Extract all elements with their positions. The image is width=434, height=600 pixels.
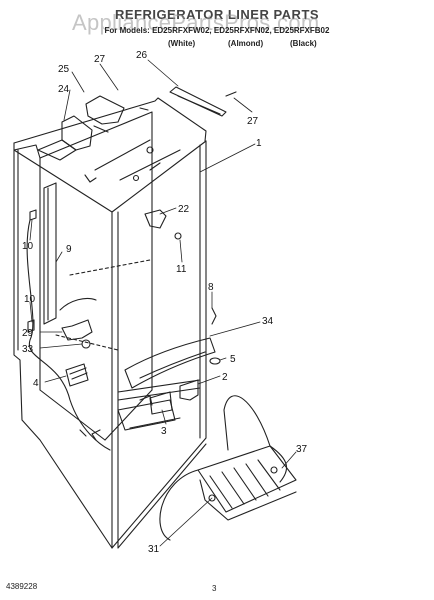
callout-31: 31 <box>148 544 160 555</box>
finish-white: (White) <box>168 39 196 48</box>
page-number: 3 <box>212 584 217 593</box>
callout-10-bottom: 10 <box>24 294 36 305</box>
finish-black: (Black) <box>290 39 317 48</box>
part-5-drawing <box>209 357 221 365</box>
callout-4: 4 <box>33 378 39 389</box>
part-31-drawing <box>197 445 297 513</box>
callout-27-left: 27 <box>94 54 106 65</box>
part-27-screw-left <box>139 107 149 111</box>
callout-27-right: 27 <box>247 116 259 127</box>
callout-29: 29 <box>22 328 34 339</box>
liner-cabinet-drawing <box>13 97 207 549</box>
callout-25: 25 <box>58 64 70 75</box>
part-29-drawing <box>61 319 93 341</box>
part-25-drawing <box>85 95 125 125</box>
part-8-drawing <box>211 307 217 325</box>
model-list: For Models: ED25RFXFW02, ED25RFXFN02, ED… <box>104 26 330 35</box>
callout-26: 26 <box>136 50 148 61</box>
callout-10-top: 10 <box>22 241 34 252</box>
callout-33: 33 <box>22 344 34 355</box>
part-27-screw-right <box>225 91 237 97</box>
callout-9: 9 <box>66 244 72 255</box>
part-4-drawing <box>65 363 89 387</box>
callout-8: 8 <box>208 282 214 293</box>
callout-1: 1 <box>256 138 262 149</box>
part-34-drawing <box>124 337 216 389</box>
part-11-drawing <box>174 232 182 240</box>
callout-22: 22 <box>178 204 190 215</box>
callout-11: 11 <box>176 264 187 275</box>
document-part-number: 4389228 <box>6 582 38 591</box>
callout-2: 2 <box>222 372 228 383</box>
callout-24: 24 <box>58 84 70 95</box>
part-22-drawing <box>144 209 167 229</box>
callout-3: 3 <box>161 426 167 437</box>
part-33-drawing <box>81 339 91 349</box>
part-10-top-drawing <box>29 209 37 221</box>
callout-34: 34 <box>262 316 274 327</box>
watermark: AppliancePartsPros.com <box>72 10 320 35</box>
part-37-drawing <box>270 466 278 474</box>
callout-37: 37 <box>296 444 308 455</box>
diagram-title: REFRIGERATOR LINER PARTS <box>114 7 320 22</box>
finish-almond: (Almond) <box>228 39 264 48</box>
callout-5: 5 <box>230 354 236 365</box>
part-3-drawing <box>149 391 173 415</box>
part-2-drawing <box>179 379 199 401</box>
